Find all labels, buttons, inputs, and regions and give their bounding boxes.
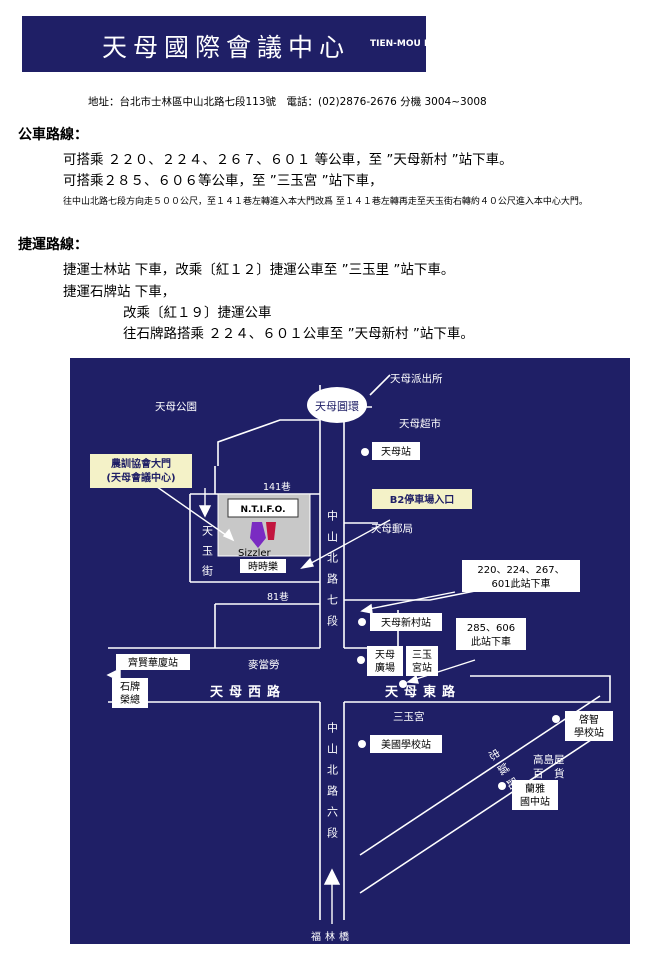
label-takashimaya-1: 高島屋 [533,753,565,766]
label-sanyu-stop-1: 三玉 [412,650,432,661]
label-lanya-1: 蘭雅 [525,782,545,795]
label-takashimaya-2: 百 貨 [533,767,565,780]
location-map: 天母圓環 N.T.I.F.O. Sizzler 時時樂 農訓協會大門 (天母會議… [70,358,630,944]
label-tianmu-west: 天母西路 [210,684,286,700]
label-gate-1: 農訓協會大門 [111,457,171,470]
gate-box [90,454,192,488]
label-post-office: 天母郵局 [371,523,413,535]
label-tianmu-east: 天母東路 [385,684,461,700]
address-line: 地址：台北市士林區中山北路七段113號 電話：(02)2876-2676 分機 … [88,96,487,108]
label-lanya-2: 國中站 [520,795,550,808]
ntifo-sign [227,498,299,518]
banner-title: 天母國際會議中心 [102,33,351,62]
label-american-school: 美國學校站 [381,738,431,751]
label-zhongshan-7: 中山北路七段 [326,510,339,636]
label-sanyu-palace: 三玉宮 [393,710,425,723]
label-gate-2: (天母會議中心) [106,471,175,484]
bus-box-2 [456,618,526,650]
bus-line-2: 可搭乘２８５、６０６等公車，至 ”三玉宮 ”站下車， [63,173,383,189]
map-text-labels: 天母派出所 天母公園 天母超市 141巷 天母郵局 81巷 麥當勞 天母西路 天… [155,372,565,780]
label-bus-box-2a: 285、606 [467,623,515,634]
label-sizzler-zh: 時時樂 [248,560,278,573]
label-xincun-stop: 天母新村站 [381,616,431,629]
header-banner: 天母國際會議中心 TIEN-MOU I [22,16,426,72]
ntifo-logo-icon [250,522,266,548]
label-qizhi-2: 學校站 [574,726,604,739]
label-qixian-stop: 齊賢華廈站 [128,656,178,669]
mrt-heading: 捷運路線： [18,237,88,253]
label-square-2: 廣場 [375,661,395,674]
label-sanyu-stop-2: 宮站 [412,661,432,674]
roundabout-oval [307,387,367,423]
ntifo-logo-mark-icon [266,522,276,540]
label-shipai-1: 石牌 [120,680,140,693]
mrt-line-2: 捷運石牌站 下車， [63,284,176,300]
bus-heading: 公車路線： [18,127,88,143]
label-tianyu-street: 天玉街 [201,525,214,585]
map-arrows [106,481,476,924]
mrt-line-4: 往石牌路搭乘 ２２４、６０１公車至 ”天母新村 ”站下車。 [123,326,474,342]
stop-label-boxes [112,442,613,810]
label-lane141: 141巷 [263,482,291,493]
label-qizhi-1: 啓智 [579,713,599,726]
bus-box-1 [462,560,580,592]
label-bus-box-2b: 此站下車 [471,635,511,648]
b2-parking-box [372,489,472,509]
label-supermarket: 天母超市 [399,417,441,430]
bus-line-1: 可搭乘 ２２０、２２４、２６７、６０１ 等公車，至 ”天母新村 ”站下車。 [63,152,513,168]
label-bus-box-1b: 601此站下車 [491,577,550,590]
label-fulin-bridge: 福林橋 [311,930,353,943]
bus-line-3: 往中山北路七段方向走５００公尺，至１４１巷左轉進入本大門改爲 至１４１巷左轉再走… [63,197,588,207]
label-square-1: 天母 [375,649,395,661]
label-police: 天母派出所 [390,372,443,385]
label-roundabout: 天母圓環 [315,400,359,413]
label-shipai-2: 榮總 [120,693,140,706]
banner-subtitle: TIEN-MOU I [370,39,426,49]
label-ntifo: N.T.I.F.O. [240,505,285,515]
label-zhongshan-6: 中山北路六段 [326,722,339,848]
mrt-line-1: 捷運士林站 下車，改乘〔紅１２〕捷運公車至 ”三玉里 ”站下車。 [63,262,455,278]
mrt-line-3: 改乘〔紅１９〕捷運公車 [123,305,272,321]
label-b2-parking: B2停車場入口 [390,493,455,506]
label-lane81: 81巷 [267,592,289,603]
label-mcdonalds: 麥當勞 [248,658,280,671]
label-tianmu-stop: 天母站 [381,445,411,458]
label-park: 天母公園 [155,401,197,413]
sizzler-label-box [240,559,286,573]
map-background [70,358,630,944]
label-sizzler: Sizzler [238,548,272,559]
label-bus-box-1a: 220、224、267、 [477,565,564,576]
